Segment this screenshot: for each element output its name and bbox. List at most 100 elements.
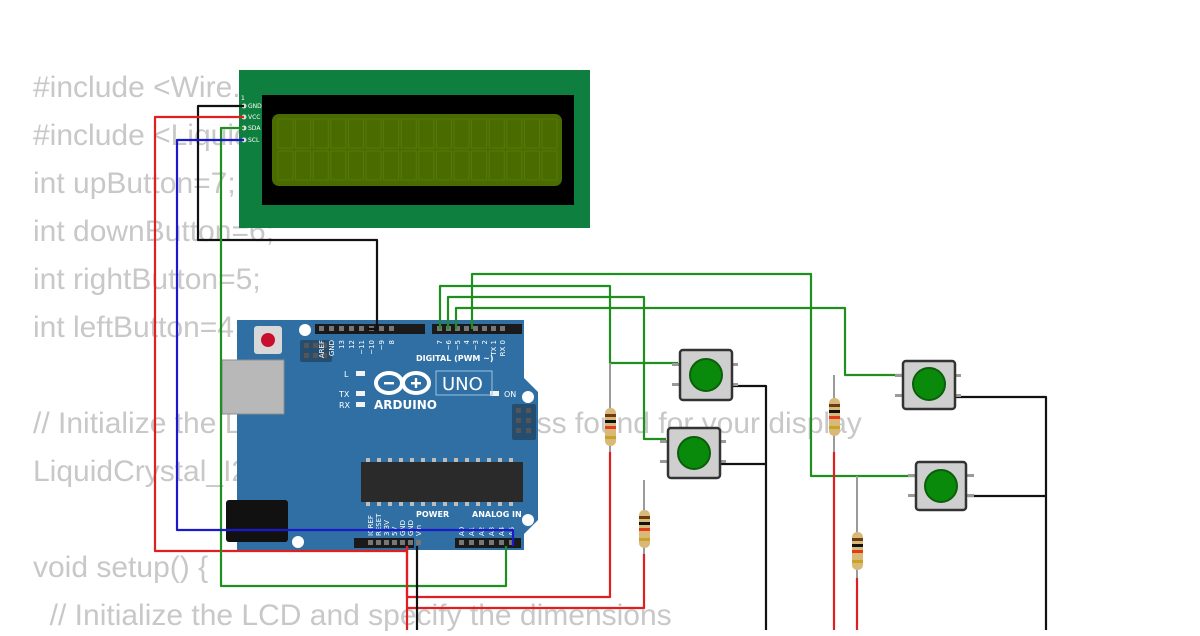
chip-leg bbox=[388, 458, 392, 462]
wire-button-right-out bbox=[955, 395, 1048, 630]
chip-leg bbox=[454, 458, 458, 462]
resistor-3[interactable] bbox=[829, 375, 840, 452]
chip-leg bbox=[421, 502, 425, 506]
pin-label: GND bbox=[399, 520, 407, 536]
code-line-6: int leftButton=4; bbox=[33, 311, 243, 344]
chip-leg bbox=[487, 458, 491, 462]
wires bbox=[153, 104, 1048, 630]
chip-leg bbox=[476, 458, 480, 462]
icsp-header bbox=[300, 340, 332, 362]
analog-header-label: ANALOG IN bbox=[472, 510, 522, 519]
chip-leg bbox=[454, 502, 458, 506]
wire-sda-lcd bbox=[219, 126, 508, 588]
pin-hole bbox=[479, 540, 484, 545]
digital-header-label: DIGITAL (PWM ~) bbox=[416, 354, 494, 363]
onboard-leds: L TX RX ON bbox=[338, 370, 516, 410]
atmega-chip bbox=[361, 458, 523, 506]
chip-leg bbox=[465, 458, 469, 462]
pin-hole bbox=[473, 326, 478, 331]
chip-leg bbox=[432, 502, 436, 506]
lcd-char-cell bbox=[365, 118, 382, 149]
pin-hole bbox=[329, 326, 334, 331]
pin-label: ~11 bbox=[358, 340, 366, 355]
pin-label: RX 0 bbox=[499, 340, 507, 356]
pin-label: GND bbox=[407, 520, 415, 536]
pin-label: A0 bbox=[458, 527, 466, 536]
pin-label: 5V bbox=[391, 527, 399, 536]
lcd-char-cell bbox=[418, 118, 435, 149]
lcd-char-cell bbox=[312, 150, 329, 181]
chip-leg bbox=[498, 458, 502, 462]
pin-hole bbox=[359, 326, 364, 331]
power-analog-pin-holes bbox=[368, 540, 514, 545]
lcd-char-cell bbox=[295, 118, 312, 149]
chip-leg bbox=[509, 502, 513, 506]
pin-label: ~10 bbox=[368, 340, 376, 355]
pin-hole bbox=[491, 326, 496, 331]
usb-connector bbox=[221, 359, 285, 415]
lcd-pins: 1 GND VCC SDA SCL bbox=[241, 95, 262, 144]
lcd-char-cell bbox=[400, 150, 417, 181]
pin-hole bbox=[319, 326, 324, 331]
lcd-char-cell bbox=[488, 118, 505, 149]
led-label-l: L bbox=[344, 370, 349, 379]
wire-pin5-button-right bbox=[454, 306, 902, 377]
pin-hole bbox=[482, 326, 487, 331]
lcd-pin-label-1: 1 bbox=[241, 95, 245, 102]
lcd-char-cell bbox=[541, 118, 558, 149]
resistor-4[interactable] bbox=[852, 476, 863, 578]
chip-leg bbox=[399, 502, 403, 506]
reset-button-cap[interactable] bbox=[261, 333, 275, 347]
lcd-char-cell bbox=[277, 118, 294, 149]
pin-label: ~3 bbox=[472, 340, 480, 350]
wire-scl-lcd bbox=[175, 138, 515, 546]
pushbutton-down[interactable] bbox=[660, 426, 726, 480]
wire-pin7-button-up bbox=[438, 284, 678, 365]
pin-label: ~6 bbox=[445, 339, 453, 350]
wire-pin4-button-left bbox=[470, 272, 915, 478]
lcd-char-cell bbox=[453, 150, 470, 181]
pin-label: 8 bbox=[388, 340, 396, 344]
wire-gnd-lcd bbox=[196, 104, 379, 331]
chip-leg bbox=[509, 458, 513, 462]
resistor-2[interactable] bbox=[639, 480, 650, 554]
pin-hole bbox=[464, 326, 469, 331]
pushbutton-left[interactable] bbox=[908, 460, 974, 512]
chip-leg bbox=[432, 458, 436, 462]
pin-hole bbox=[349, 326, 354, 331]
resistor-1[interactable] bbox=[605, 363, 616, 452]
lcd-character-grid bbox=[277, 118, 558, 181]
pin-label: A1 bbox=[468, 527, 476, 536]
pin-label: 7 bbox=[436, 340, 444, 344]
lcd-char-cell bbox=[400, 118, 417, 149]
pin-hole bbox=[499, 540, 504, 545]
chip-leg bbox=[388, 502, 392, 506]
lcd-module[interactable]: 1 GND VCC SDA SCL bbox=[239, 70, 590, 228]
pin-hole bbox=[379, 326, 384, 331]
code-line-5: int rightButton=5; bbox=[33, 263, 261, 296]
lcd-char-cell bbox=[330, 150, 347, 181]
chip-leg bbox=[443, 458, 447, 462]
pin-hole bbox=[408, 540, 413, 545]
pin-label: 4 bbox=[463, 339, 471, 344]
lcd-char-cell bbox=[418, 150, 435, 181]
lcd-pin-label-sda: SDA bbox=[248, 125, 261, 132]
pushbutton-right[interactable] bbox=[895, 359, 961, 411]
pin-label: RESET bbox=[375, 513, 383, 536]
lcd-char-cell bbox=[488, 150, 505, 181]
brand-label: ARDUINO bbox=[374, 398, 437, 412]
icsp-header-2 bbox=[512, 404, 536, 440]
pin-hole bbox=[489, 540, 494, 545]
pin-label: GND bbox=[328, 340, 336, 356]
chip-leg bbox=[410, 458, 414, 462]
pin-hole bbox=[376, 540, 381, 545]
lcd-char-cell bbox=[506, 150, 523, 181]
chip-leg bbox=[498, 502, 502, 506]
power-jack bbox=[226, 500, 288, 542]
pin-label: ~5 bbox=[454, 340, 462, 350]
pin-label: A3 bbox=[488, 527, 496, 536]
pushbutton-up[interactable] bbox=[672, 348, 738, 402]
lcd-char-cell bbox=[471, 118, 488, 149]
